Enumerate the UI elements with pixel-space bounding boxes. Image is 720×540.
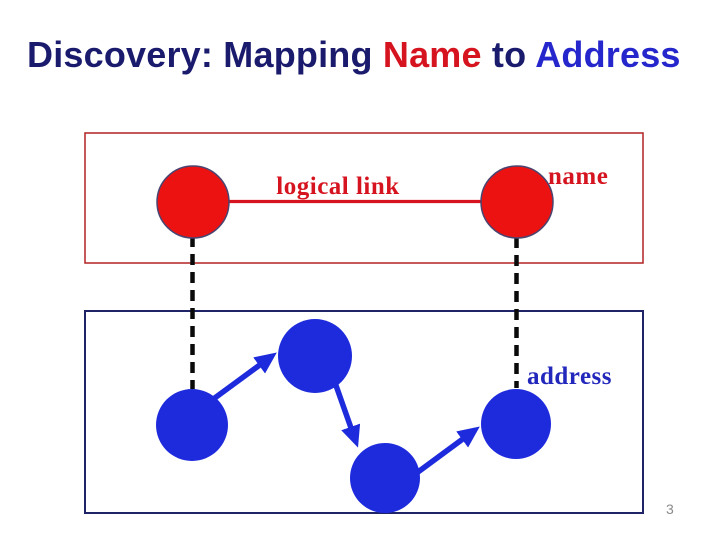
- title-part-to: to: [481, 34, 536, 75]
- logical-link-label: logical link: [276, 173, 399, 200]
- name-label: name: [548, 163, 608, 190]
- title-part-discovery-mapping: Discovery: Mapping: [27, 34, 383, 75]
- title-part-address: Address: [535, 34, 681, 75]
- address-node-1: [156, 389, 228, 461]
- route-arrow-2: [330, 376, 361, 448]
- page-number: 3: [666, 501, 674, 517]
- name-layer-box: [84, 132, 644, 264]
- route-arrow-1: [210, 352, 277, 403]
- address-node-2: [278, 319, 352, 393]
- address-label: address: [527, 363, 612, 390]
- route-arrow-3: [416, 426, 480, 475]
- title-part-name: Name: [382, 34, 482, 75]
- address-node-3: [350, 443, 420, 513]
- address-node-4: [481, 389, 551, 459]
- slide-title: Discovery: Mapping Name to Address: [27, 37, 681, 73]
- name-node-right: [480, 165, 554, 239]
- address-layer-box: [84, 310, 644, 514]
- name-node-left: [156, 165, 230, 239]
